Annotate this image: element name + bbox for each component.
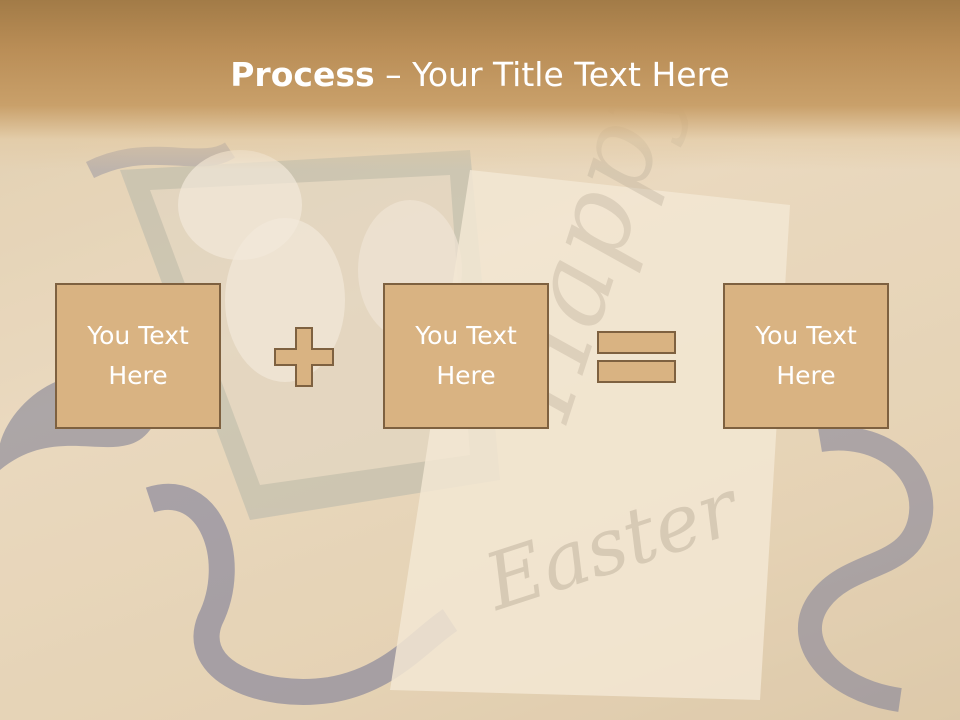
- process-box-2[interactable]: You Text Here: [383, 283, 549, 429]
- title-band: [0, 0, 960, 170]
- egg-1: [225, 218, 345, 382]
- egg-3: [178, 150, 302, 260]
- process-box-3[interactable]: You Text Here: [723, 283, 889, 429]
- plus-icon: [274, 327, 334, 387]
- equals-icon: [597, 331, 676, 383]
- process-box-1-label: You Text Here: [87, 321, 189, 390]
- slide-title: Process – Your Title Text Here: [0, 50, 960, 100]
- process-box-2-label: You Text Here: [415, 321, 517, 390]
- ribbon-right: [797, 426, 934, 712]
- title-rest: – Your Title Text Here: [374, 55, 730, 94]
- process-box-1[interactable]: You Text Here: [55, 283, 221, 429]
- process-box-3-label: You Text Here: [755, 321, 857, 390]
- title-bold: Process: [230, 55, 375, 94]
